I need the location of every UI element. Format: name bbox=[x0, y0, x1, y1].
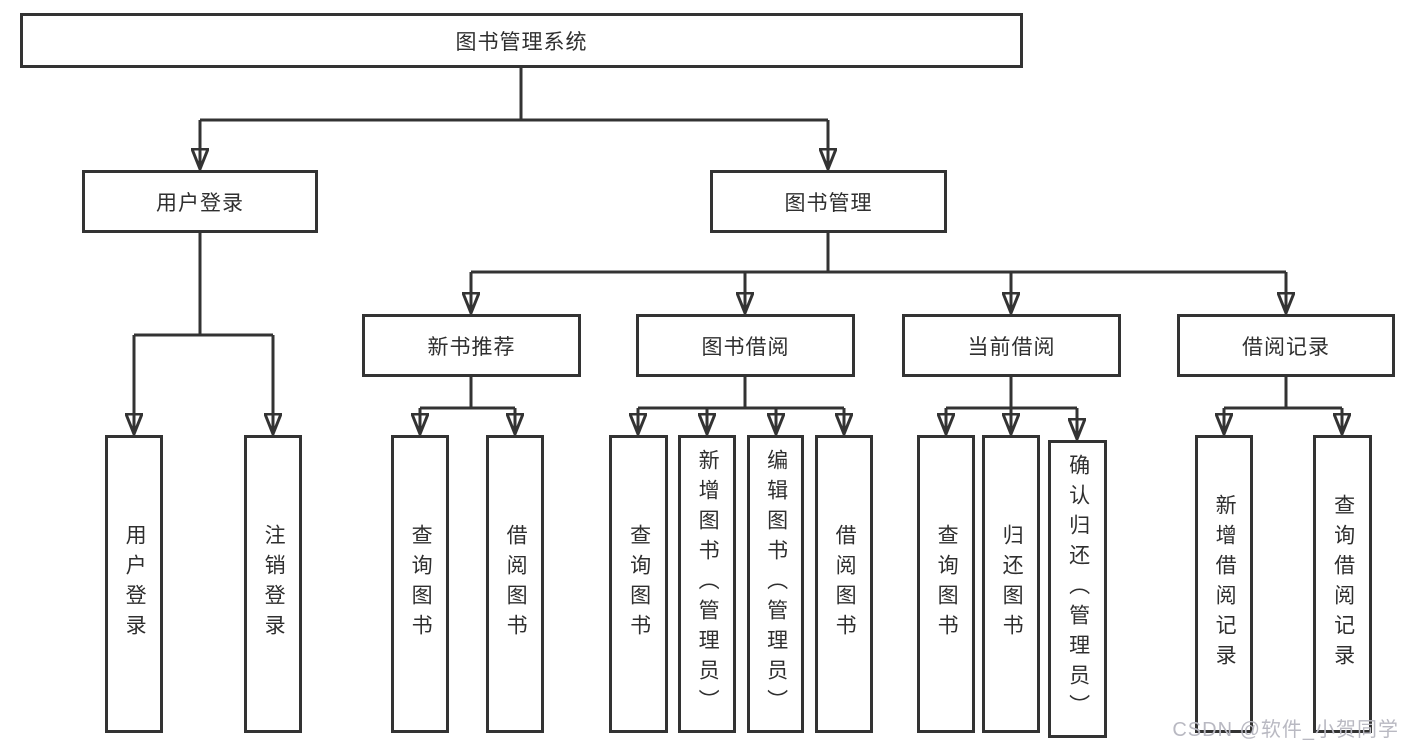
leaf-nb-borrow-books: 借阅图书 bbox=[486, 435, 544, 733]
connector-book-borrowing bbox=[638, 377, 844, 432]
leaf-bb-add-books-admin-label: 新增图书（管理员） bbox=[696, 449, 720, 719]
leaf-nb-query-books-label: 查询图书 bbox=[409, 524, 433, 644]
leaf-br-query-borrow-record-label: 查询借阅记录 bbox=[1331, 494, 1355, 674]
node-current-borrowing-label: 当前借阅 bbox=[967, 335, 1056, 359]
leaf-bb-borrow-books: 借阅图书 bbox=[815, 435, 873, 733]
leaf-cb-query-books: 查询图书 bbox=[917, 435, 975, 733]
node-user-login: 用户登录 bbox=[82, 170, 318, 233]
leaf-bb-query-books: 查询图书 bbox=[609, 435, 668, 733]
leaf-br-query-borrow-record: 查询借阅记录 bbox=[1313, 435, 1372, 733]
connector-user-login bbox=[134, 233, 273, 432]
leaf-cb-query-books-label: 查询图书 bbox=[935, 524, 959, 644]
connector-new-book-recommendation bbox=[420, 377, 515, 432]
leaf-bb-borrow-books-label: 借阅图书 bbox=[833, 524, 857, 644]
node-book-management-label: 图书管理 bbox=[784, 191, 873, 215]
leaf-br-add-borrow-record: 新增借阅记录 bbox=[1195, 435, 1253, 733]
leaf-logout-login: 注销登录 bbox=[244, 435, 302, 733]
leaf-cb-return-books-label: 归还图书 bbox=[1000, 524, 1024, 644]
node-book-borrowing: 图书借阅 bbox=[636, 314, 855, 377]
node-book-management: 图书管理 bbox=[710, 170, 947, 233]
leaf-nb-query-books: 查询图书 bbox=[391, 435, 449, 733]
node-book-borrowing-label: 图书借阅 bbox=[701, 335, 790, 359]
leaf-user-login-label: 用户登录 bbox=[123, 524, 147, 644]
node-root-label: 图书管理系统 bbox=[455, 30, 588, 54]
leaf-bb-edit-books-admin-label: 编辑图书（管理员） bbox=[764, 449, 788, 719]
connector-borrowing-records bbox=[1224, 377, 1342, 432]
leaf-bb-query-books-label: 查询图书 bbox=[627, 524, 651, 644]
node-current-borrowing: 当前借阅 bbox=[902, 314, 1121, 377]
node-root: 图书管理系统 bbox=[20, 13, 1023, 68]
leaf-bb-add-books-admin: 新增图书（管理员） bbox=[678, 435, 736, 733]
leaf-bb-edit-books-admin: 编辑图书（管理员） bbox=[747, 435, 804, 733]
leaf-cb-return-books: 归还图书 bbox=[982, 435, 1040, 733]
node-user-login-label: 用户登录 bbox=[156, 191, 244, 215]
leaf-nb-borrow-books-label: 借阅图书 bbox=[504, 524, 528, 644]
leaf-user-login: 用户登录 bbox=[105, 435, 163, 733]
connector-current-borrowing bbox=[946, 377, 1077, 437]
node-borrowing-records-label: 借阅记录 bbox=[1242, 335, 1330, 359]
node-borrowing-records: 借阅记录 bbox=[1177, 314, 1395, 377]
leaf-br-add-borrow-record-label: 新增借阅记录 bbox=[1213, 494, 1237, 674]
node-new-book-recommendation-label: 新书推荐 bbox=[427, 335, 516, 359]
node-new-book-recommendation: 新书推荐 bbox=[362, 314, 581, 377]
connector-root bbox=[200, 68, 828, 167]
leaf-logout-login-label: 注销登录 bbox=[262, 524, 286, 644]
connector-book-management bbox=[471, 233, 1286, 311]
csdn-watermark: CSDN @软件_小贺同学 bbox=[1172, 719, 1399, 741]
leaf-cb-confirm-return-admin: 确认归还（管理员） bbox=[1048, 440, 1107, 738]
leaf-cb-confirm-return-admin-label: 确认归还（管理员） bbox=[1066, 454, 1090, 724]
